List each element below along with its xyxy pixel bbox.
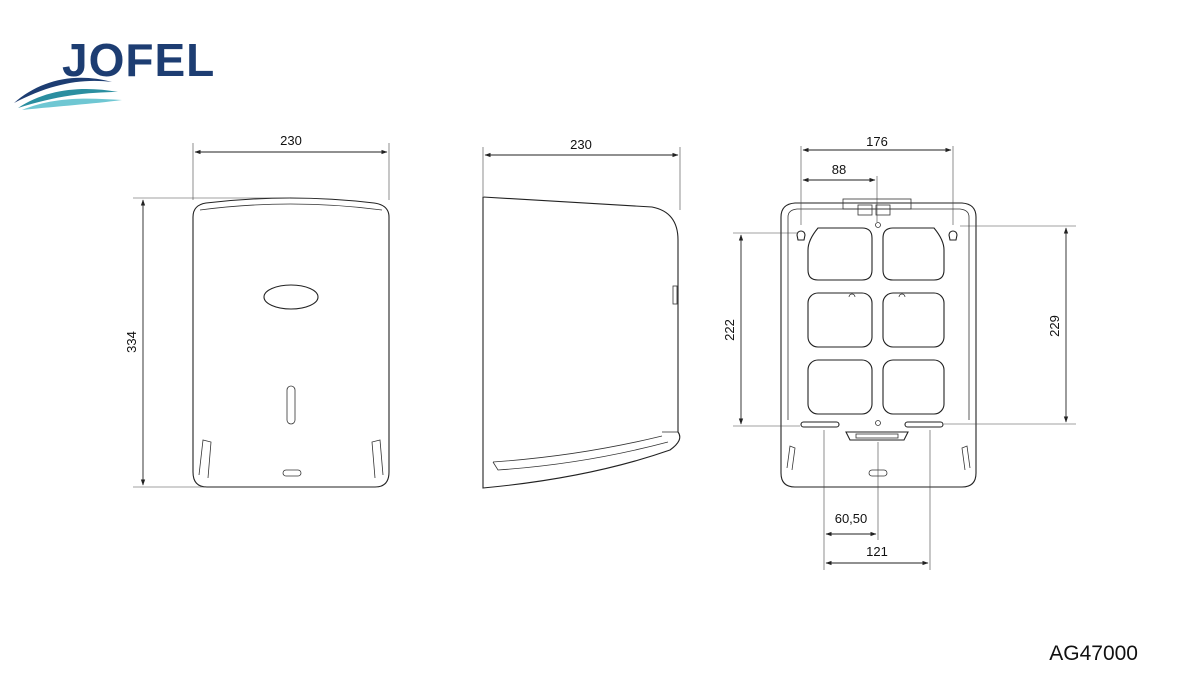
back-keyhole-right	[948, 230, 958, 241]
front-top-highlight	[199, 203, 383, 211]
back-left-height-label: 222	[722, 319, 737, 341]
back-bottom-screw	[875, 420, 881, 426]
side-latch	[672, 285, 678, 305]
back-window-grid	[807, 227, 945, 415]
back-keyhole-left	[796, 230, 806, 241]
front-lock-slot	[286, 385, 296, 425]
brand-logo: JOFEL	[14, 34, 215, 110]
back-window-1	[807, 227, 873, 281]
back-right-height-label: 229	[1047, 315, 1062, 337]
side-view: 230	[482, 137, 681, 489]
front-lower-curve-right	[371, 439, 384, 479]
back-slot-spacing-label: 121	[866, 544, 888, 559]
front-width-label: 230	[280, 133, 302, 148]
back-window-2	[882, 227, 945, 281]
front-body-outline	[192, 197, 390, 488]
side-depth-label: 230	[570, 137, 592, 152]
back-slot-right	[904, 421, 944, 428]
back-view: 176 88 222 229 60,50 121	[722, 134, 1076, 570]
product-code: AG47000	[1049, 642, 1138, 665]
back-lower-curve-left	[786, 445, 796, 471]
back-slot-offset-label: 60,50	[835, 511, 868, 526]
front-window	[263, 284, 319, 310]
front-view: 230 334	[124, 133, 390, 488]
front-paper-exit	[282, 469, 302, 477]
back-window-4	[882, 292, 945, 348]
back-width-label: 176	[866, 134, 888, 149]
back-window-3	[807, 292, 873, 348]
back-bottom-clip	[845, 431, 909, 441]
back-window-6	[882, 359, 945, 415]
back-half-width-label: 88	[832, 162, 846, 177]
back-top-screw	[875, 222, 881, 228]
side-lower-curve	[492, 435, 663, 463]
logo-wave-teal	[18, 89, 118, 108]
logo-wave-navy	[14, 77, 112, 103]
back-window-5	[807, 359, 873, 415]
back-slot-left	[800, 421, 840, 428]
back-lower-curve-right	[961, 445, 971, 471]
side-lower-curve-2	[492, 441, 669, 471]
logo-wave-aqua	[22, 98, 122, 110]
back-body-outline	[780, 202, 977, 488]
front-lower-curve-left	[198, 439, 212, 479]
front-height-label: 334	[124, 331, 139, 353]
side-body-outline	[482, 196, 681, 489]
logo-wordmark: JOFEL	[62, 34, 215, 86]
